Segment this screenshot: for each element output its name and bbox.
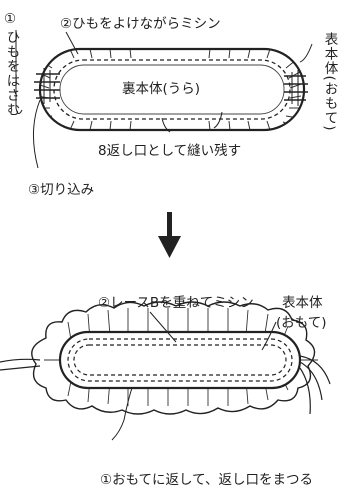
step1-label: ひもをはさむ — [3, 30, 20, 117]
step1-number: ① — [4, 11, 17, 27]
leader-outer — [299, 43, 313, 63]
outer-body-label: 表本体(おもて) — [321, 32, 338, 132]
leader-step3 — [32, 99, 41, 169]
left-string-lines — [34, 73, 60, 99]
bottom-panel-drawing — [0, 301, 331, 441]
leader-step2 — [65, 31, 79, 55]
leader-step1 — [15, 30, 23, 114]
left-string-binding — [43, 68, 51, 104]
leader-opening — [161, 111, 223, 133]
down-arrow-icon — [158, 212, 181, 258]
top-panel-drawing — [15, 30, 313, 169]
bottom-stitch-outer — [67, 338, 293, 382]
opening-label: 8返し口として縫い残す — [98, 143, 242, 159]
bottom-body-outline — [58, 330, 302, 390]
right-string-lines — [284, 75, 308, 101]
leader-lace — [149, 311, 177, 343]
leader-outer-bottom — [261, 321, 277, 351]
step2-label: ②ひもをよけながらミシン — [60, 16, 221, 32]
right-string-binding — [291, 70, 299, 106]
leader-turn — [111, 387, 133, 441]
lace-scallop-edge — [31, 301, 316, 415]
turn-step-label: ①おもてに返して、返し口をまつる — [100, 472, 313, 488]
step3-label: ③切り込み — [28, 182, 95, 198]
lining-label: 裏本体(うら) — [122, 81, 201, 97]
outer-body-label-bottom-line2: (おもて) — [276, 315, 327, 331]
bottom-right-strings — [299, 355, 331, 415]
bottom-left-strings — [0, 358, 41, 371]
bottom-stitch-inner — [73, 344, 287, 376]
lace-step-label: ②レースBを重ねてミシン — [98, 295, 254, 311]
outer-body-label-bottom-line1: 表本体 — [282, 295, 323, 311]
